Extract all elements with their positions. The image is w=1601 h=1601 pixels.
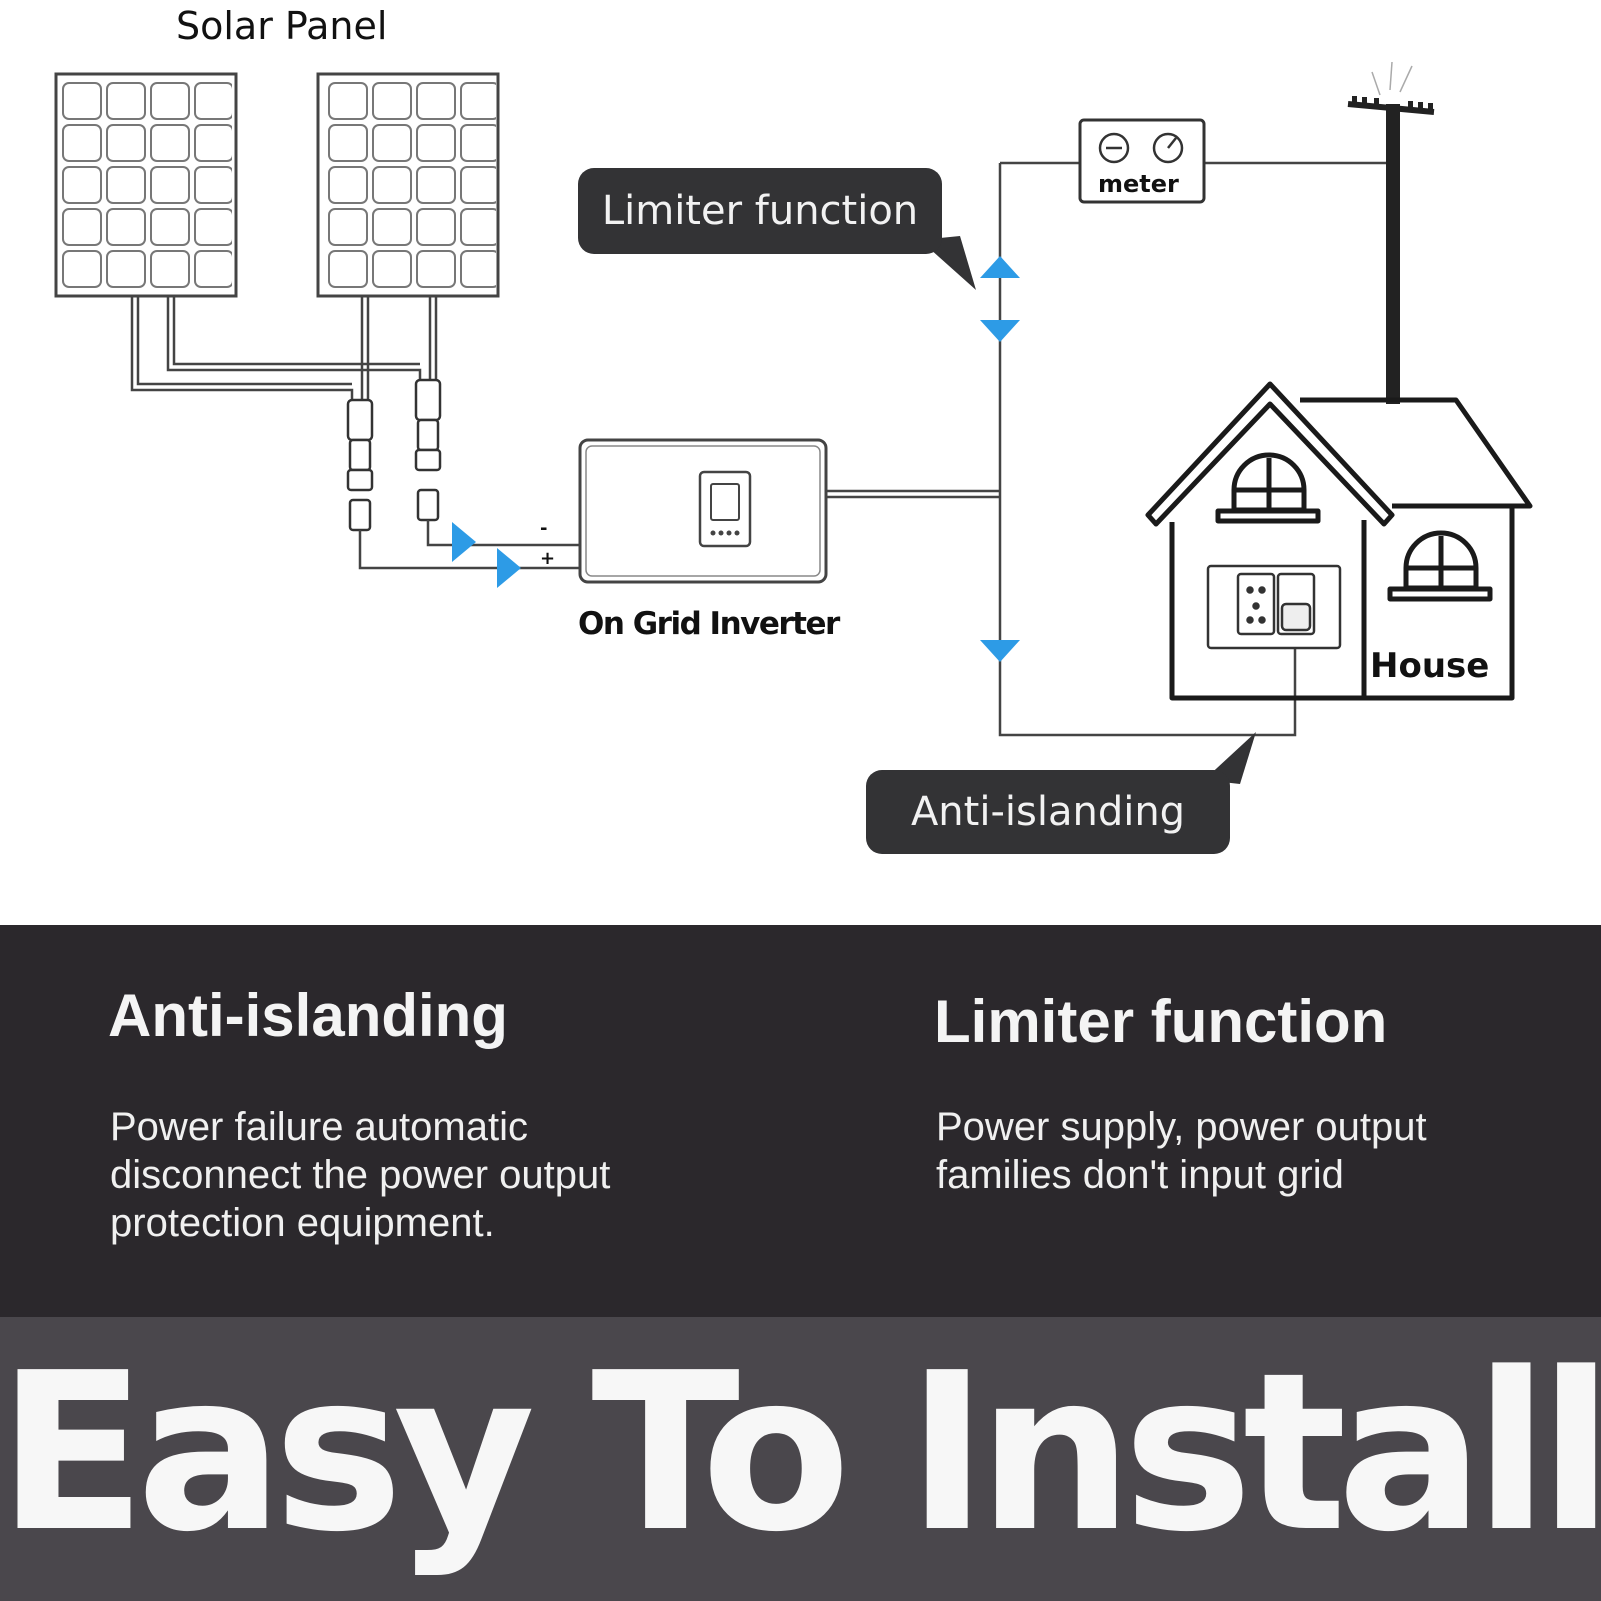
feature-body-line: Power failure automatic [110,1105,528,1149]
meter-box [1078,118,1206,204]
easy-to-install-banner: Easy To Install [0,1317,1601,1601]
banner-text: Easy To Install [0,1327,1601,1580]
solar-panel-label: Solar Panel [176,4,388,48]
dc-arrows [452,522,521,588]
inverter-plus-label: + [540,548,556,569]
feature-body-line: disconnect the power output [110,1153,611,1197]
panel-cables [130,296,438,405]
feature-body-line: Power supply, power output [936,1105,1427,1149]
feature-title-anti-islanding: Anti-islanding [108,982,508,1049]
wall-socket [1206,564,1342,650]
ac-lines [826,161,1392,737]
features-section: Anti-islanding Power failure automatic d… [0,925,1601,1317]
feature-body-anti-islanding: Power failure automatic disconnect the p… [110,1103,610,1247]
installation-diagram: Solar Panel - + On Grid Inverter meter H… [54,4,1533,854]
diagram-drawing [54,61,1533,784]
mc4-connectors [346,378,442,532]
utility-pole [1347,61,1435,404]
meter-label: meter [1098,170,1179,198]
anti-islanding-callout: Anti-islanding [866,770,1230,854]
feature-body-limiter: Power supply, power output families don'… [936,1103,1427,1199]
grid-arrows [980,256,1020,662]
solar-panel-left [54,72,238,298]
feature-title-limiter: Limiter function [934,988,1388,1055]
feature-body-line: protection equipment. [110,1201,495,1245]
house-drawing [1145,381,1533,701]
inverter-minus-label: - [540,518,548,539]
limiter-function-callout: Limiter function [578,168,942,254]
feature-body-line: families don't input grid [936,1153,1344,1197]
inverter-box [578,438,828,584]
house-label: House [1370,646,1490,686]
solar-panel-right [316,72,500,298]
inverter-label: On Grid Inverter [578,606,840,642]
